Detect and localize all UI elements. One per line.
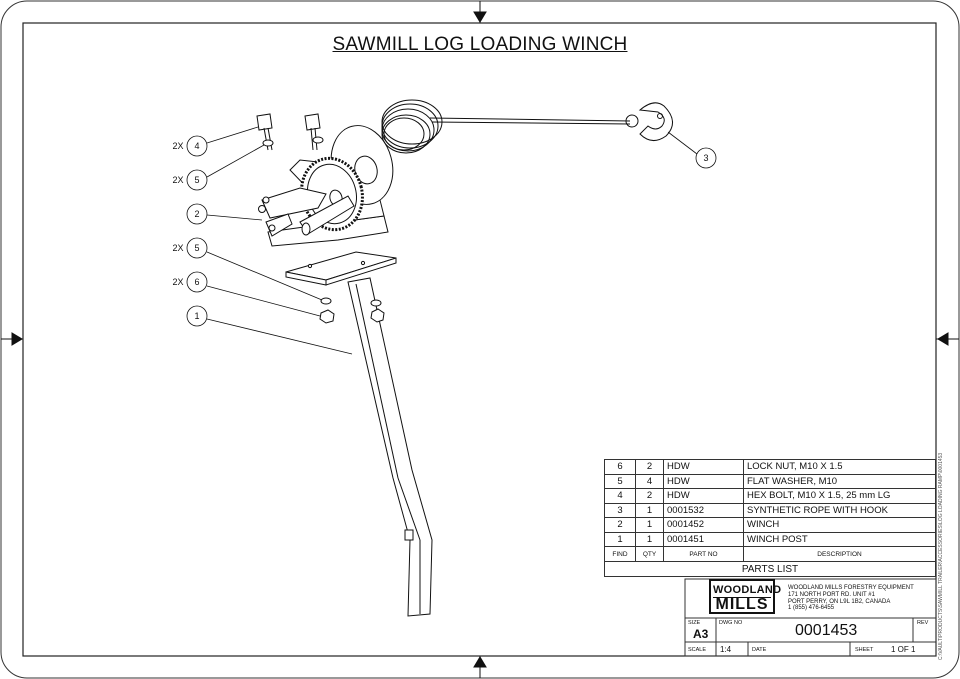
logo-text-bottom: MILLS xyxy=(715,596,769,613)
phone: 1 (855) 476-6455 xyxy=(788,605,835,612)
scale-value: 1:4 xyxy=(720,645,732,654)
description-cell: WINCH xyxy=(743,517,936,533)
find-cell: 3 xyxy=(604,502,636,518)
part-no-cell: 0001452 xyxy=(663,517,744,533)
callout-number: 1 xyxy=(194,311,199,321)
parts-list-header-row: FIND QTY PART NO DESCRIPTION xyxy=(604,546,936,562)
callouts xyxy=(186,126,717,355)
find-cell: 4 xyxy=(604,488,636,504)
file-path-note: C:\VAULT\PRODUCTS\SAWMILL TRAILER\ACCESS… xyxy=(938,452,944,660)
callout-labels: 4 5 2 5 6 1 3 2X 2X 2X 2X xyxy=(172,141,708,321)
find-cell: 1 xyxy=(604,531,636,547)
rev-label: REV xyxy=(917,620,929,626)
part-no-cell: 0001532 xyxy=(663,502,744,518)
part-no-cell: HDW xyxy=(663,473,744,489)
sheet-number: 1 OF 1 xyxy=(891,645,916,654)
callout-number: 4 xyxy=(194,141,199,151)
date-label: DATE xyxy=(752,647,767,653)
find-cell: 5 xyxy=(604,473,636,489)
company-name: WOODLAND MILLS FORESTRY EQUIPMENT xyxy=(788,585,914,591)
part-no-cell: HDW xyxy=(663,459,744,475)
description-cell: LOCK NUT, M10 X 1.5 xyxy=(743,459,936,475)
callout-qty: 2X xyxy=(172,277,183,287)
callout-qty: 2X xyxy=(172,243,183,253)
callout-number: 5 xyxy=(194,243,199,253)
header-part-no: PART NO xyxy=(663,546,744,562)
callout-qty: 2X xyxy=(172,141,183,151)
winch-assembly xyxy=(258,125,394,247)
qty-cell: 1 xyxy=(635,531,664,547)
size-label: SIZE xyxy=(688,620,701,626)
title-block-lines xyxy=(684,578,937,657)
scale-label: SCALE xyxy=(688,647,707,653)
company-address: WOODLAND MILLS FORESTRY EQUIPMENT 171 NO… xyxy=(788,585,928,612)
description-cell: HEX BOLT, M10 X 1.5, 25 mm LG xyxy=(743,488,936,504)
header-description: DESCRIPTION xyxy=(743,546,936,562)
logo-text-top: WOODLAND xyxy=(713,584,782,598)
winch-post xyxy=(285,251,433,617)
qty-cell: 1 xyxy=(635,502,664,518)
address-line-1: 171 NORTH PORT RD. UNIT #1 xyxy=(788,591,875,598)
find-cell: 2 xyxy=(604,517,636,533)
callout-qty: 2X xyxy=(172,175,183,185)
callout-number: 5 xyxy=(194,175,199,185)
qty-cell: 2 xyxy=(635,459,664,475)
callout-number: 2 xyxy=(194,209,199,219)
qty-cell: 4 xyxy=(635,473,664,489)
company-logo: WOODLAND MILLS xyxy=(709,579,782,614)
description-cell: WINCH POST xyxy=(743,531,936,547)
description-cell: SYNTHETIC ROPE WITH HOOK xyxy=(743,502,936,518)
qty-cell: 2 xyxy=(635,488,664,504)
callout-number: 6 xyxy=(194,277,199,287)
sheet-size: A3 xyxy=(693,627,709,641)
qty-cell: 1 xyxy=(635,517,664,533)
find-cell: 6 xyxy=(604,459,636,475)
description-cell: FLAT WASHER, M10 xyxy=(743,473,936,489)
callout-number: 3 xyxy=(703,153,708,163)
part-no-cell: HDW xyxy=(663,488,744,504)
header-qty: QTY xyxy=(635,546,664,562)
parts-list-caption: PARTS LIST xyxy=(604,561,936,577)
address-line-2: PORT PERRY, ON L9L 1B2, CANADA xyxy=(788,598,891,605)
drawing-number: 0001453 xyxy=(795,622,858,639)
part-no-cell: 0001451 xyxy=(663,531,744,547)
drawing-title: SAWMILL LOG LOADING WINCH xyxy=(332,34,628,55)
hardware xyxy=(256,113,385,324)
sheet-label: SHEET xyxy=(855,647,874,653)
header-find: FIND xyxy=(604,546,636,562)
rope-and-hook xyxy=(381,99,673,154)
dwg-no-label: DWG NO xyxy=(719,620,743,626)
